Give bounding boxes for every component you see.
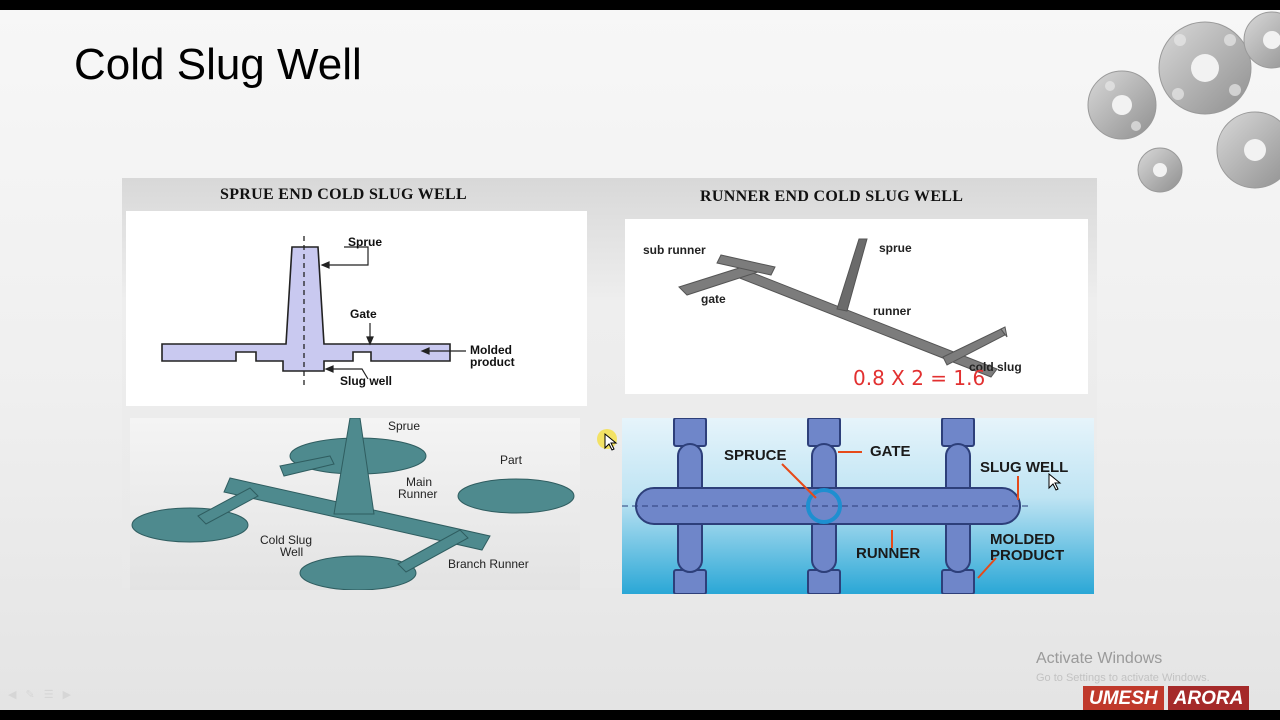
mouse-pointer-icon — [1048, 473, 1062, 491]
label-branch-runner: Branch Runner — [448, 557, 529, 571]
label-slug-well: Slug well — [340, 374, 392, 388]
label-runner-3d: runner — [873, 304, 911, 318]
label-molded-top: MOLDED — [990, 531, 1055, 548]
runner-end-heading: RUNNER END COLD SLUG WELL — [700, 188, 964, 205]
sprue-cross-section-svg: Sprue Gate Molded product Slug well — [161, 235, 515, 388]
brand-last-name: ARORA — [1167, 686, 1250, 710]
label-gate-3d: gate — [701, 292, 726, 306]
activate-windows-title: Activate Windows — [1036, 650, 1163, 667]
slug-well-top-view-diagram: SPRUCE GATE SLUG WELL RUNNER MOLDED PROD… — [622, 418, 1094, 594]
slideshow-controls[interactable]: ◀ ✎ ☰ ▶ — [8, 688, 71, 701]
sprue-end-heading: SPRUE END COLD SLUG WELL — [220, 186, 467, 203]
previous-slide-icon[interactable]: ◀ — [8, 689, 17, 701]
menu-icon[interactable]: ☰ — [43, 689, 54, 701]
label-main: Main — [406, 475, 432, 489]
label-gate: Gate — [350, 307, 377, 321]
label-sprue: Sprue — [348, 235, 382, 249]
runner-end-diagram: sub runner sprue gate runner cold slug 0… — [625, 219, 1088, 394]
pen-icon[interactable]: ✎ — [25, 689, 35, 701]
label-sprue-3d: sprue — [879, 241, 912, 255]
label-molded: Molded — [470, 343, 512, 357]
label-sub-runner: sub runner — [643, 243, 706, 257]
label-part: Part — [500, 453, 523, 467]
slide: Cold Slug Well SPRUE END COLD SLUG WELL … — [0, 10, 1280, 710]
runner-system-svg: Sprue Part Main Runner Cold Slug Well Br… — [131, 418, 575, 590]
label-runner-top: RUNNER — [856, 545, 920, 562]
label-spruce: SPRUCE — [724, 447, 787, 464]
label-sprue-3d-system: Sprue — [388, 419, 420, 433]
diagram-panel: SPRUE END COLD SLUG WELL RUNNER END COLD… — [122, 178, 1097, 594]
label-runner: Runner — [398, 487, 437, 501]
runner-system-diagram: Sprue Part Main Runner Cold Slug Well Br… — [130, 418, 580, 590]
brand-first-name: UMESH — [1083, 686, 1164, 710]
label-product-top: PRODUCT — [990, 547, 1064, 564]
label-well: Well — [280, 545, 303, 559]
runner-end-svg: sub runner sprue gate runner cold slug 0… — [643, 238, 1022, 390]
label-cold-slug-line1: Cold Slug — [260, 533, 312, 547]
author-branding: UMESH ARORA — [1083, 686, 1250, 710]
next-slide-icon[interactable]: ▶ — [62, 689, 72, 701]
activate-windows-subtitle: Go to Settings to activate Windows. — [1036, 672, 1210, 684]
sprue-cross-section-diagram: Sprue Gate Molded product Slug well — [126, 211, 587, 406]
label-cold-slug: cold slug — [969, 360, 1022, 374]
slug-well-top-view-svg: SPRUCE GATE SLUG WELL RUNNER MOLDED PROD… — [622, 418, 1068, 594]
label-slug-well-top: SLUG WELL — [980, 459, 1068, 476]
label-product: product — [470, 355, 515, 369]
gears-decoration-icon — [1087, 11, 1280, 193]
label-gate-top: GATE — [870, 443, 911, 460]
cursor-highlight-icon — [597, 429, 618, 451]
slide-title: Cold Slug Well — [74, 40, 362, 89]
handwritten-calculation: 0.8 X 2 = 1.6 — [853, 366, 985, 390]
